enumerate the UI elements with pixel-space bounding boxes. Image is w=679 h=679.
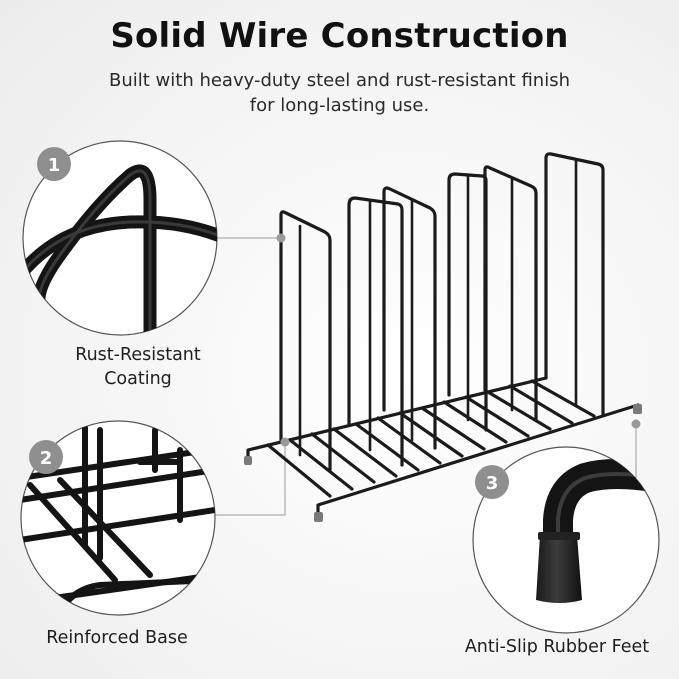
badge-number-2: 2 [40,448,53,469]
subtitle-line-1: Built with heavy-duty steel and rust-res… [109,70,570,91]
divider-2 [347,196,404,467]
connector-dot-1 [276,233,286,243]
divider-1 [279,210,332,472]
divider-5 [483,165,538,422]
rubber-foot [536,535,582,603]
foot-back-left [244,456,252,465]
divider-6 [544,152,605,417]
detail-circle-coating [22,140,218,336]
badge-2: 2 [29,440,63,474]
connector-dots [276,233,641,447]
page-title: Solid Wire Construction [110,16,569,56]
detail-circle-base [20,420,216,616]
foot-front-left [314,512,323,522]
badge-3: 3 [475,465,509,499]
connector-dot-3 [631,419,641,429]
subtitle-line-2: for long-lasting use. [249,95,430,116]
badge-number-3: 3 [486,473,499,494]
callout-label-coating-line-1: Rust-Resistant [75,345,201,365]
callout-label-base: Reinforced Base [46,628,188,648]
badge-number-1: 1 [48,155,61,176]
badge-1: 1 [37,147,71,181]
rack-feet [244,404,642,522]
foot-front-right [633,404,642,414]
callout-label-coating-line-2: Coating [104,369,172,389]
page-subtitle: Built with heavy-duty steel and rust-res… [60,68,619,118]
connector-dot-2 [280,437,290,447]
divider-3 [382,186,437,450]
detail-circle-feet [472,446,660,634]
connector-line-2 [215,442,286,516]
callout-label-feet: Anti-Slip Rubber Feet [464,637,650,657]
